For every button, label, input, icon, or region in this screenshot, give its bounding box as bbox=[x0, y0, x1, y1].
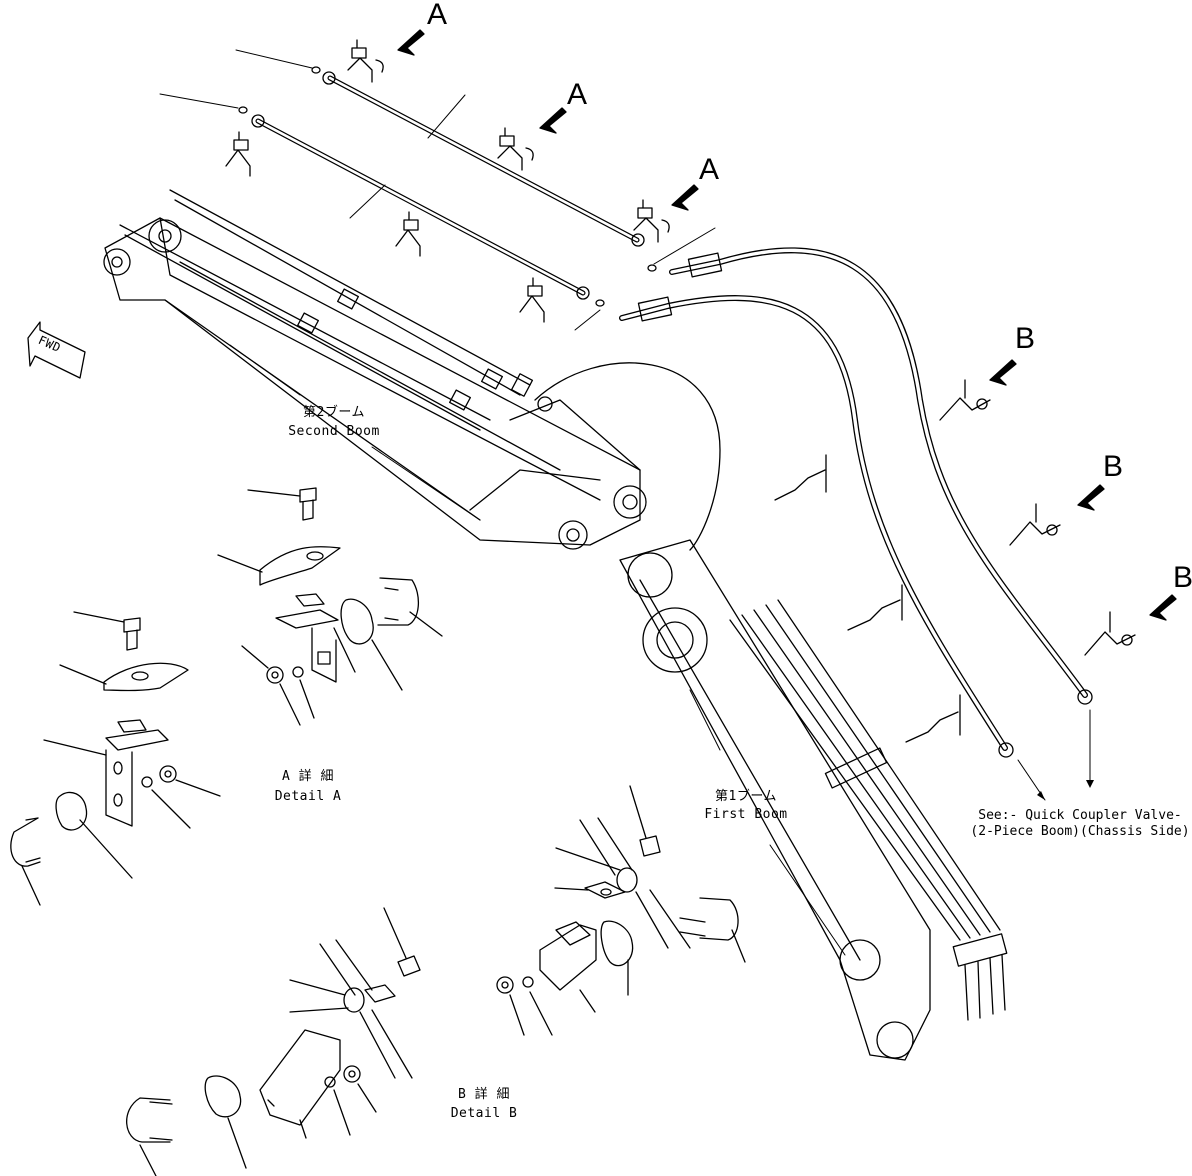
clamp-a5 bbox=[395, 211, 421, 257]
hose-lower bbox=[619, 295, 1014, 758]
detail-b bbox=[126, 785, 746, 1176]
hose-upper bbox=[669, 247, 1093, 705]
lower-pipe bbox=[238, 106, 605, 307]
detail-a-jp-label: A 詳 細 bbox=[282, 769, 334, 784]
see-note-line1: See:- Quick Coupler Valve- bbox=[978, 808, 1182, 823]
arrow-b1 bbox=[989, 359, 1017, 386]
clamp-b2 bbox=[1009, 503, 1061, 546]
clamp-b6 bbox=[905, 694, 961, 743]
marker-a1: A bbox=[427, 0, 448, 31]
marker-a2: A bbox=[567, 78, 588, 111]
first-boom-en-label: First Boom bbox=[704, 807, 788, 822]
leader-arrowheads bbox=[1037, 780, 1094, 800]
detail-a bbox=[10, 487, 443, 906]
detail-a-en-label: Detail A bbox=[274, 789, 342, 804]
leader-lines bbox=[159, 49, 1091, 956]
arrow-a3 bbox=[671, 184, 699, 211]
second-boom-jp-label: 第2ブーム bbox=[303, 405, 365, 420]
detail-b-en-label: Detail B bbox=[450, 1106, 518, 1121]
arrow-b2 bbox=[1077, 484, 1105, 511]
detail-b-jp-label: B 詳 細 bbox=[458, 1087, 510, 1102]
clamp-b1 bbox=[939, 379, 991, 421]
see-note-line2: (2-Piece Boom)(Chassis Side) bbox=[970, 824, 1190, 839]
clamp-a4 bbox=[225, 131, 251, 177]
arrows bbox=[397, 29, 1177, 621]
marker-b3: B bbox=[1173, 561, 1192, 594]
clamp-b3 bbox=[1084, 611, 1136, 656]
arrow-a1 bbox=[397, 29, 425, 56]
clamp-a2 bbox=[497, 127, 534, 171]
clamp-b4 bbox=[774, 454, 827, 501]
arrow-b3 bbox=[1149, 594, 1177, 621]
first-boom-jp-label: 第1ブーム bbox=[715, 789, 777, 804]
marker-a3: A bbox=[699, 153, 720, 186]
fwd-arrow-shape bbox=[27, 321, 86, 379]
clamp-a1 bbox=[347, 39, 384, 83]
marker-b2: B bbox=[1103, 450, 1124, 483]
clamp-a3 bbox=[633, 199, 670, 243]
first-boom bbox=[534, 362, 1008, 1061]
marker-b1: B bbox=[1015, 322, 1036, 355]
arrow-a2 bbox=[539, 107, 567, 134]
clamp-b5 bbox=[847, 584, 903, 631]
clamp-a6 bbox=[519, 277, 545, 323]
upper-pipe bbox=[311, 66, 657, 272]
second-boom-en-label: Second Boom bbox=[288, 424, 380, 439]
second-boom bbox=[103, 189, 647, 550]
